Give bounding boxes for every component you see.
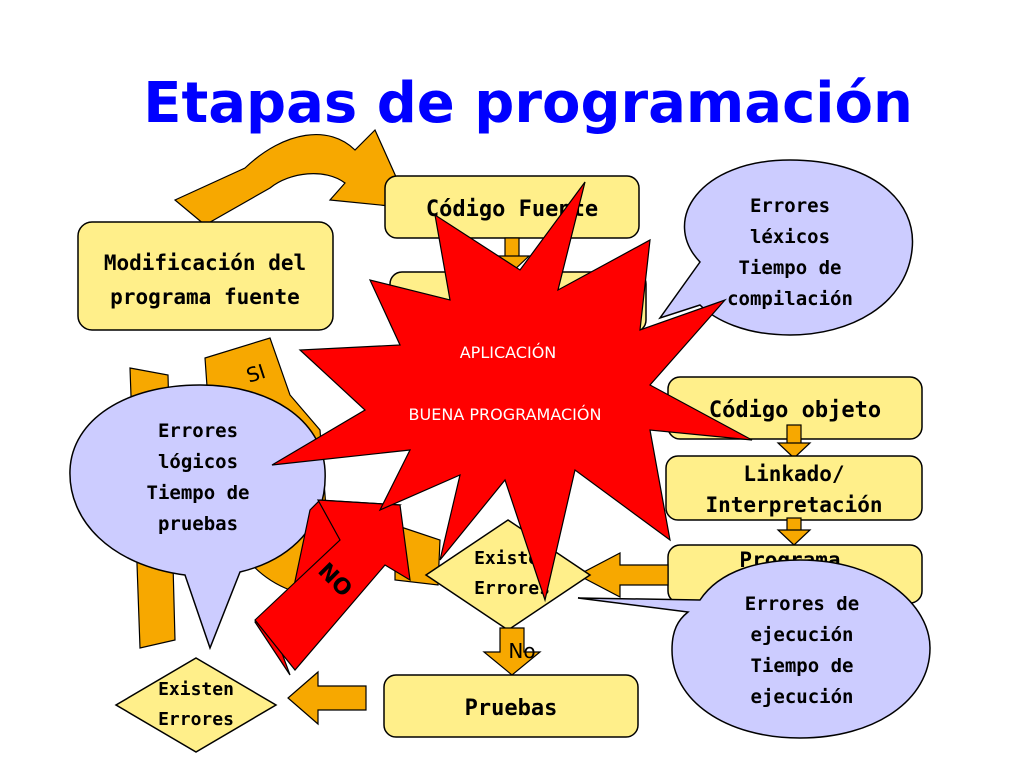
bubble-errores-logicos xyxy=(69,384,326,651)
linkado-line1: Linkado/ xyxy=(743,462,844,486)
logicos-line2: lógicos xyxy=(158,451,238,473)
codigo-objeto-label: Código objeto xyxy=(709,398,881,423)
modificacion-line2: programa fuente xyxy=(110,285,300,309)
starburst-line2: BUENA PROGRAMACIÓN xyxy=(409,405,602,424)
ejecucion-line4: ejecución xyxy=(751,686,854,708)
arrow-down-2 xyxy=(786,424,802,446)
modificacion-box xyxy=(77,221,334,331)
modificacion-line1: Modificación del xyxy=(104,251,306,275)
pruebas-box xyxy=(383,674,639,738)
linkado-line2: Interpretación xyxy=(705,493,882,517)
page-title: Etapas de programación xyxy=(143,71,913,136)
ejecucion-line1: Errores de xyxy=(745,593,859,615)
pruebas-label: Pruebas xyxy=(465,696,558,721)
ejecucion-line3: Tiempo de xyxy=(751,655,854,677)
bubble-errores-lexicos xyxy=(658,159,914,336)
lexicos-line1: Errores xyxy=(750,195,830,217)
arrow-down-1 xyxy=(504,237,520,259)
curved-arrow-top xyxy=(173,128,411,226)
starburst xyxy=(271,181,753,603)
logicos-line1: Errores xyxy=(158,420,238,442)
existen-left-line1: Existen xyxy=(158,679,234,700)
logicos-line4: pruebas xyxy=(158,513,238,535)
existen-errores-left xyxy=(114,657,278,753)
arrow-down-2-head xyxy=(776,442,812,459)
logicos-line3: Tiempo de xyxy=(147,482,250,504)
lexicos-line4: compilación xyxy=(727,288,853,310)
no-small-label: No xyxy=(508,639,535,663)
bubble-errores-ejecucion xyxy=(577,559,931,739)
programa-to-existen-arrow xyxy=(576,552,669,598)
lexicos-line3: Tiempo de xyxy=(739,257,842,279)
arrow-down-3-head xyxy=(776,529,812,546)
no-arrow-body xyxy=(254,499,411,671)
existen-left-line2: Errores xyxy=(158,709,234,730)
lexicos-line2: léxicos xyxy=(750,226,830,248)
existen-center-line2: Errores xyxy=(474,578,550,599)
starburst-line1: APLICACIÓN xyxy=(460,343,557,362)
arrow-to-pruebas xyxy=(482,627,542,676)
ejecucion-line2: ejecución xyxy=(751,624,854,646)
pruebas-to-existen-arrow xyxy=(287,670,367,726)
